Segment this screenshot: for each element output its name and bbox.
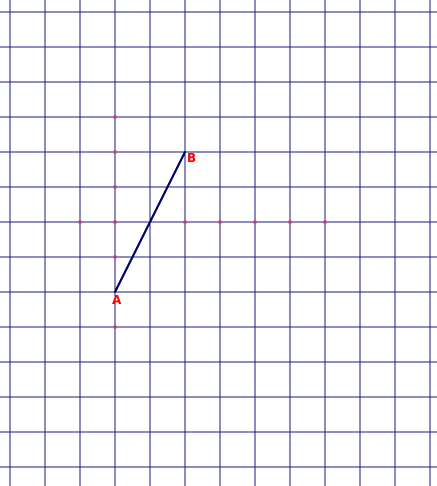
lattice-dot bbox=[78, 220, 82, 224]
lattice-dot bbox=[183, 220, 187, 224]
segment-ab[interactable] bbox=[113, 150, 187, 294]
lattice-dot bbox=[113, 150, 117, 154]
segments bbox=[113, 150, 187, 294]
lattice-dot bbox=[113, 255, 117, 259]
lattice-dot bbox=[253, 220, 257, 224]
point-labels: AB bbox=[112, 151, 196, 307]
lattice-dots bbox=[78, 115, 327, 329]
lattice-dot bbox=[113, 220, 117, 224]
lattice-dot bbox=[323, 220, 327, 224]
lattice-dot bbox=[218, 220, 222, 224]
lattice-dot bbox=[113, 325, 117, 329]
lattice-dot bbox=[113, 115, 117, 119]
lattice-dot bbox=[288, 220, 292, 224]
point-label-b: B bbox=[187, 151, 196, 165]
point-label-a: A bbox=[112, 293, 122, 307]
lattice-dot bbox=[113, 185, 117, 189]
